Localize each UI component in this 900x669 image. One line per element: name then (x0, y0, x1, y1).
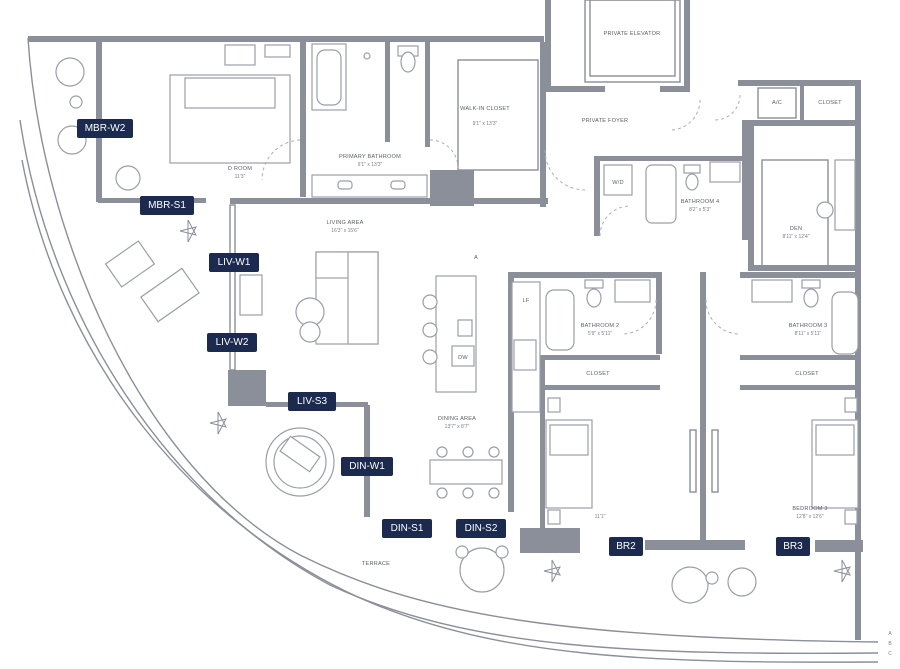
tag-din-s2-label: DIN-S2 (465, 523, 498, 534)
tag-din-w1[interactable]: DIN-W1 (341, 457, 393, 476)
living-area: LIVING AREA 16'3" x 15'6" (104, 204, 379, 371)
tag-din-s1[interactable]: DIN-S1 (382, 519, 432, 538)
primary-bathroom-dims: 9'1" x 13'3" (358, 162, 383, 168)
tag-liv-w2[interactable]: LIV-W2 (207, 333, 257, 352)
edge-mark-a: A (888, 631, 892, 637)
bathroom-2-dims: 5'9" x 5'11" (588, 331, 612, 337)
bedroom-2-dims: 11'1" (595, 514, 606, 520)
tag-mbr-s1-label: MBR-S1 (148, 200, 186, 211)
living-area-dims: 16'3" x 15'6" (331, 228, 359, 234)
bathrooms-2-3: BATHROOM 2 5'9" x 5'11" BATHROOM 3 8'11"… (545, 279, 859, 377)
primary-bathroom-label: PRIMARY BATHROOM (339, 154, 401, 160)
tag-mbr-w2[interactable]: MBR-W2 (77, 119, 133, 138)
private-foyer-label: PRIVATE FOYER (582, 118, 629, 124)
elevator-foyer: PRIVATE ELEVATOR PRIVATE FOYER (544, 0, 741, 191)
bathroom-2-label: BATHROOM 2 (581, 323, 620, 329)
dining-area: DINING AREA 13'7" x 8'7" (429, 416, 503, 499)
kitchen-a-label: A (474, 255, 478, 261)
curved-facade (19, 37, 879, 663)
bathroom-3-label: BATHROOM 3 (789, 323, 828, 329)
terrace: TERRACE (179, 219, 851, 604)
tag-liv-s3[interactable]: LIV-S3 (288, 392, 336, 411)
tag-br2[interactable]: BR2 (609, 537, 643, 556)
wd-label: W/D (612, 180, 623, 186)
edge-mark-b: B (888, 641, 892, 647)
closet-top-label: CLOSET (818, 100, 842, 106)
dw-label: DW (458, 355, 468, 361)
bedroom-3-label: BEDROOM 3 (792, 506, 827, 512)
den: DEN 8'11" x 12'4" (761, 159, 856, 271)
edge-mark-c: C (888, 651, 892, 657)
kitchen: DW LF A (422, 255, 541, 413)
primary-bedroom-label: D ROOM (228, 166, 252, 172)
tag-din-w1-label: DIN-W1 (349, 461, 385, 472)
den-dims: 8'11" x 12'4" (782, 234, 809, 240)
dining-area-dims: 13'7" x 8'7" (445, 424, 470, 430)
edge-marks: A B C (888, 631, 892, 657)
terrace-label: TERRACE (362, 561, 390, 567)
living-area-label: LIVING AREA (326, 220, 363, 226)
tag-br3-label: BR3 (783, 541, 803, 552)
tag-mbr-s1[interactable]: MBR-S1 (140, 196, 194, 215)
primary-bedroom-dims: 11'3" (235, 174, 246, 180)
walk-in-closet-label: WALK-IN CLOSET (460, 106, 510, 112)
closet-br2-label: CLOSET (586, 371, 610, 377)
tag-liv-w1[interactable]: LIV-W1 (209, 253, 259, 272)
den-label: DEN (790, 226, 802, 232)
primary-bedroom: D ROOM 11'3" (55, 44, 301, 191)
tag-br3[interactable]: BR3 (776, 537, 810, 556)
bedrooms-2-3: 11'1" BEDROOM 3 12'8" x 12'6" (545, 397, 859, 525)
tag-din-s1-label: DIN-S1 (391, 523, 424, 534)
dining-area-label: DINING AREA (438, 416, 476, 422)
tag-liv-w1-label: LIV-W1 (218, 257, 251, 268)
tag-br2-label: BR2 (616, 541, 636, 552)
walk-in-closet-dims: 9'1" x 13'3" (473, 121, 498, 127)
ac-label: A/C (772, 100, 782, 106)
primary-bathroom: PRIMARY BATHROOM 9'1" x 13'3" WALK-IN CL… (311, 43, 539, 198)
bathroom-4-label: BATHROOM 4 (681, 199, 720, 205)
bathroom-4: W/D BATHROOM 4 8'2" x 5'3" (599, 161, 741, 237)
lf-label: LF (523, 298, 530, 304)
closet-br3-label: CLOSET (795, 371, 819, 377)
bathroom-4-dims: 8'2" x 5'3" (689, 207, 711, 213)
bathroom-3-dims: 8'11" x 5'11" (795, 331, 822, 337)
tag-liv-s3-label: LIV-S3 (297, 396, 327, 407)
tag-mbr-w2-label: MBR-W2 (85, 123, 126, 134)
private-elevator-label: PRIVATE ELEVATOR (604, 31, 661, 37)
bedroom-3-dims: 12'8" x 12'6" (796, 514, 824, 520)
utility-closets: A/C CLOSET (757, 87, 842, 119)
tag-liv-w2-label: LIV-W2 (216, 337, 249, 348)
tag-din-s2[interactable]: DIN-S2 (456, 519, 506, 538)
